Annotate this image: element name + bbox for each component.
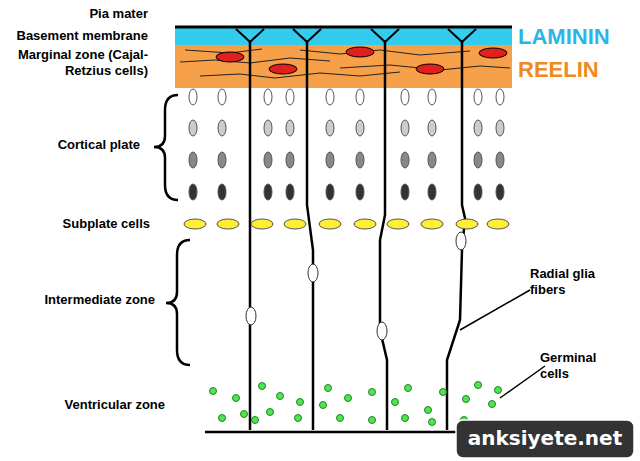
leader-line [460,290,530,330]
intermediate-zone-brace [166,240,190,365]
radial-fiber [249,40,252,430]
cortical-plate-cells [189,89,504,200]
cell-row [189,120,504,136]
migrating-neurons [246,232,466,340]
cajal-retzius-cell [346,47,374,57]
cell-row [189,184,504,200]
cell-row [189,152,504,168]
layer-label: Intermediate zone [0,292,155,308]
cell-row [189,89,504,105]
radial-fiber [447,40,465,430]
basement-membrane-band [175,28,512,45]
cajal-retzius-cell [269,64,297,74]
callout-label: Germinal cells [540,350,612,382]
watermark: anksiyete.net [456,426,634,450]
layer-label: Pia mater [20,6,148,22]
cajal-retzius-cell [479,48,507,58]
protein-label: REELIN [518,57,638,83]
pia-mater-line [175,26,512,29]
braces [154,95,190,365]
radial-fiber [380,40,387,430]
layer-label: Subplate cells [0,216,150,232]
callout-label: Radial glia fibers [530,266,612,298]
cajal-retzius-cell [416,64,444,74]
subplate-cells [184,219,509,229]
germinal-cells [210,382,502,426]
cajal-retzius-cells [216,47,507,74]
endfeet [236,29,476,42]
radial-fiber [307,40,313,430]
cajal-retzius-cell [216,52,244,62]
radial-glia-fibers [236,29,476,430]
horizontal-fiber [200,72,400,78]
layer-label: Marginal zone (Cajal-Retzius cells) [3,47,148,79]
leader-lines [460,290,545,398]
marginal-zone-fibers [180,49,510,78]
layer-label: Cortical plate [0,137,140,153]
cortical-plate-brace [154,95,178,200]
leader-line [500,366,545,398]
protein-label: LAMININ [518,24,638,50]
layer-label: Basement membrane [0,28,148,44]
layer-label: Ventricular zone [0,397,165,413]
watermark-box [456,420,634,458]
